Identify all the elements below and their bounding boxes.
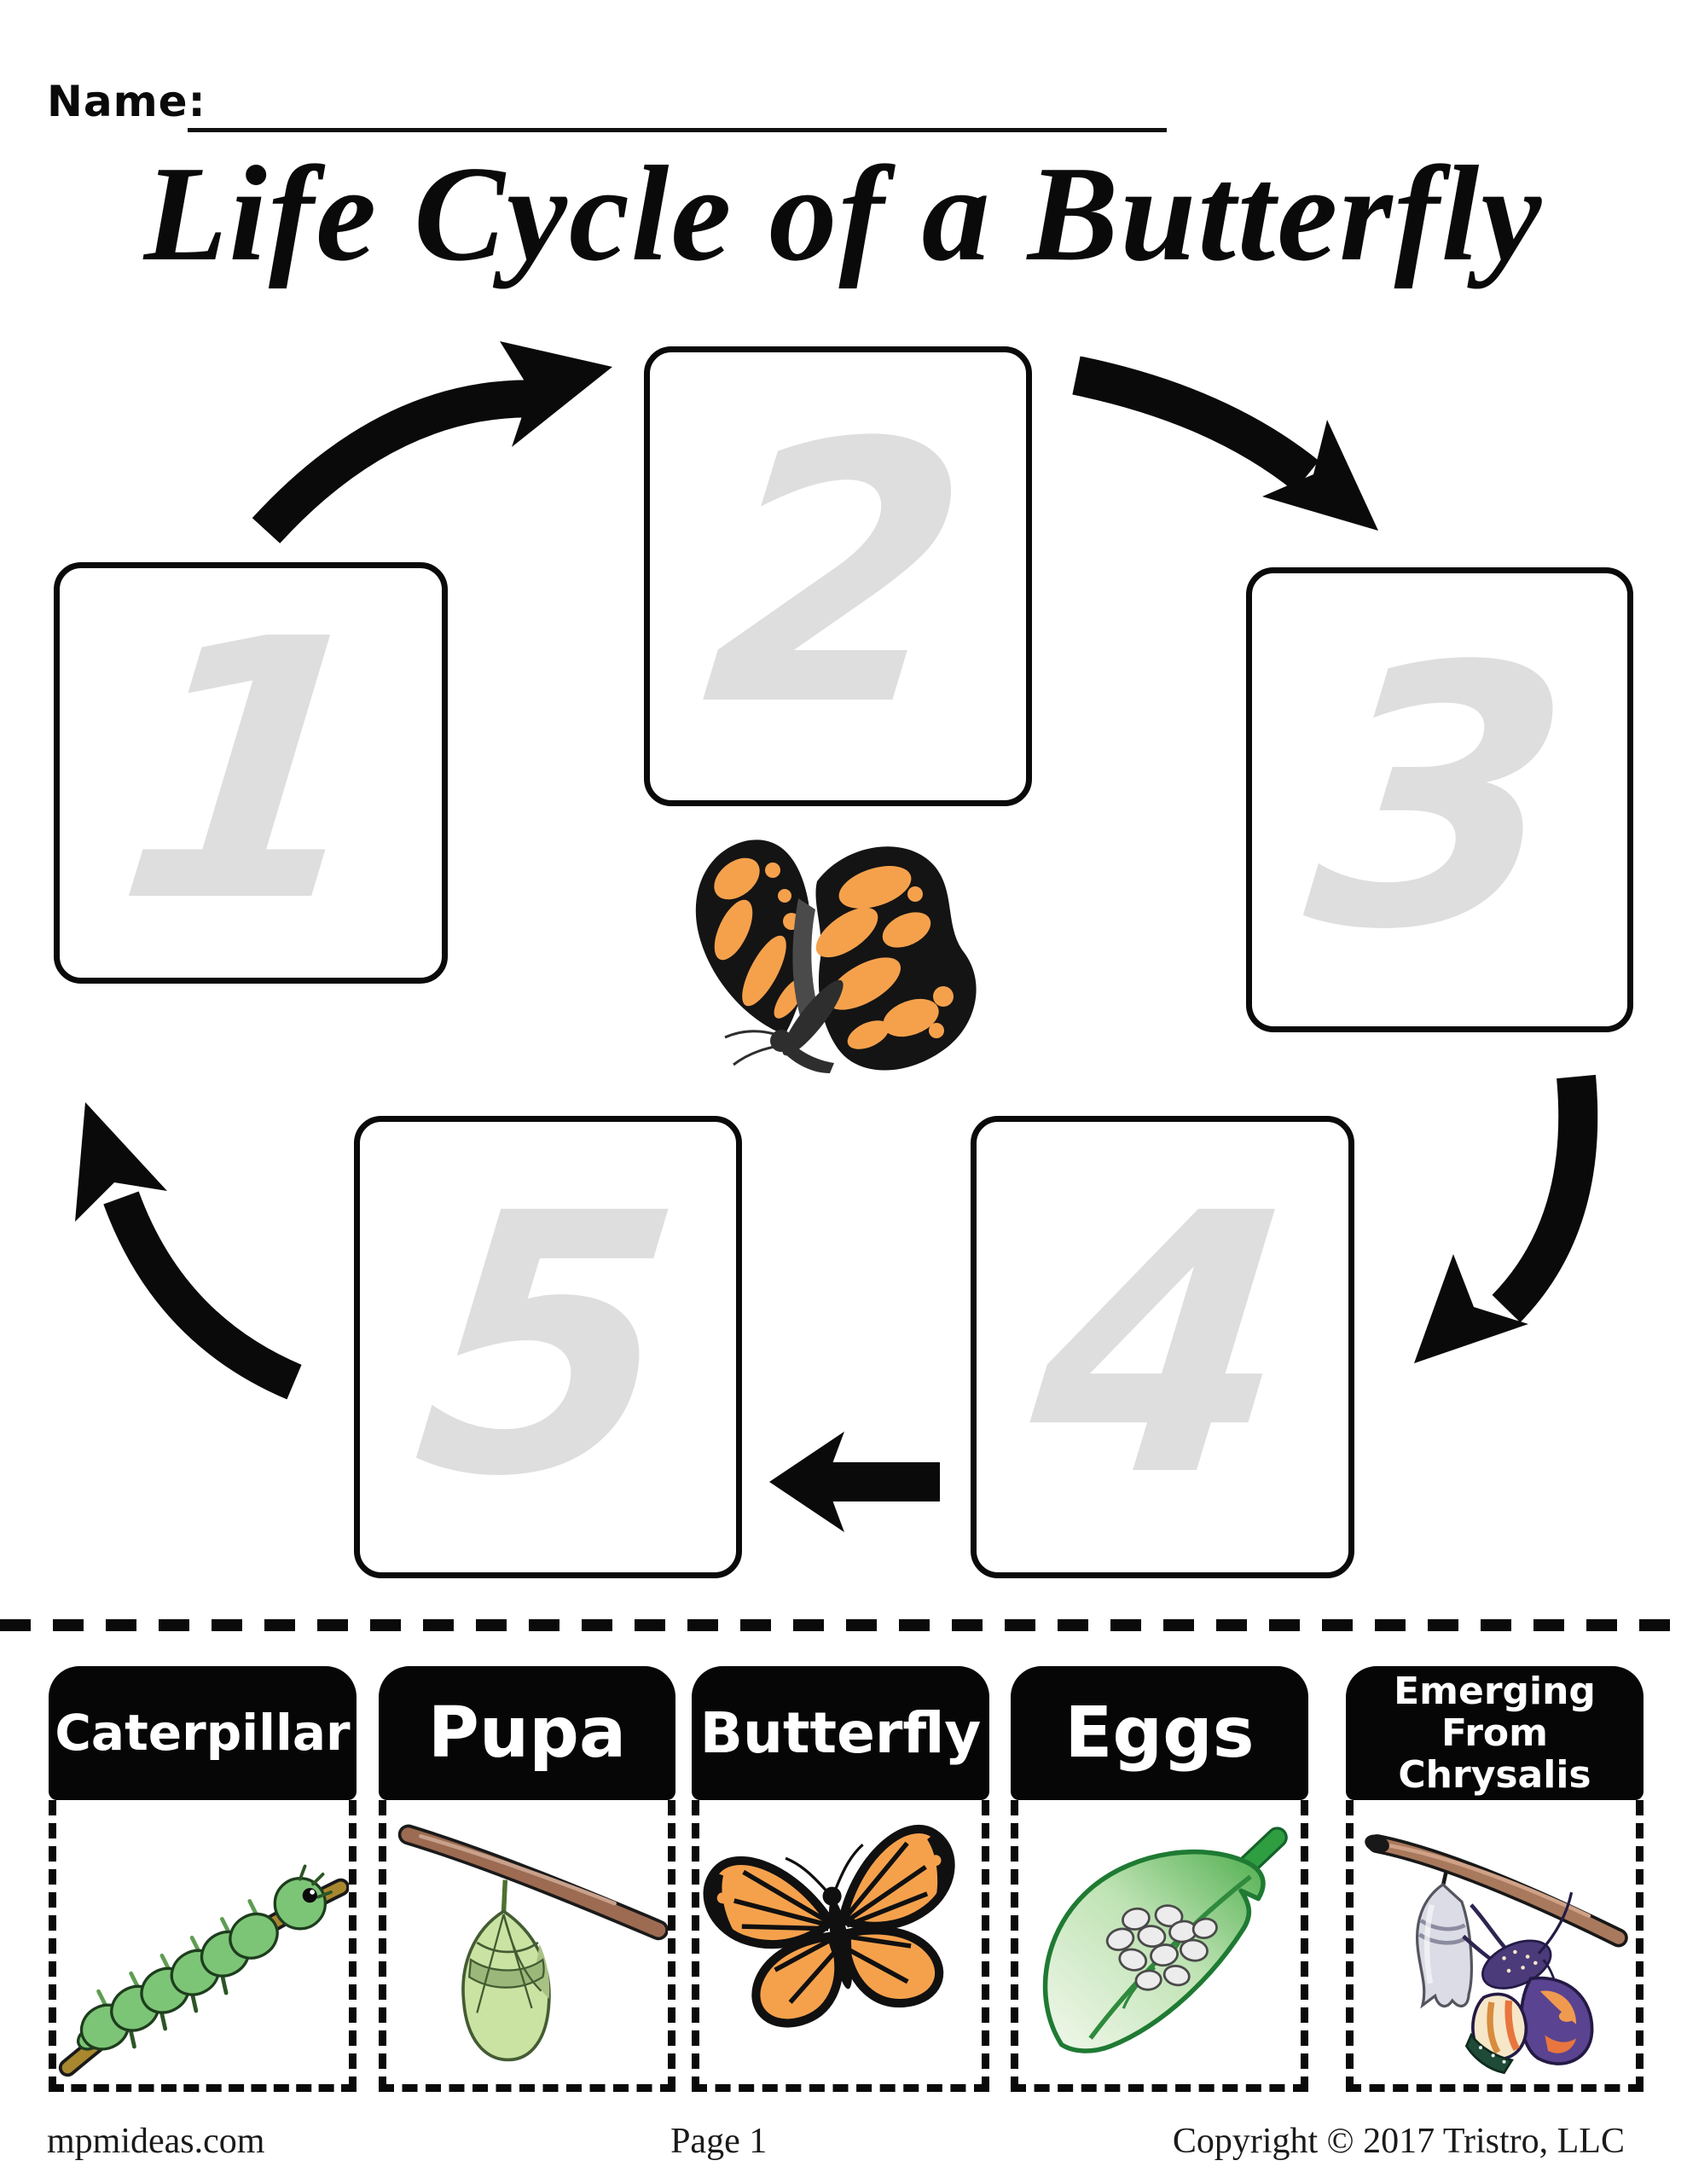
- cut-card-eggs: Eggs: [1011, 1666, 1308, 2092]
- cut-card-butterfly-label: Butterfly: [699, 1699, 982, 1766]
- arrow-1-to-2-icon: [252, 341, 612, 543]
- cycle-card-5: 5: [354, 1116, 742, 1578]
- emerging-from-chrysalis-illustration: [1365, 1834, 1628, 2075]
- cut-card-pupa-header: Pupa: [379, 1666, 675, 1800]
- pupa-illustration: [397, 1824, 668, 2062]
- name-label: Name:: [47, 77, 206, 126]
- cut-card-eggs-header: Eggs: [1011, 1666, 1308, 1800]
- page-footer: mpmideas.com Page 1 Copyright © 2017 Tri…: [47, 2121, 1625, 2162]
- monarch-butterfly-image: [695, 839, 977, 1073]
- cycle-card-4: 4: [971, 1116, 1354, 1578]
- arrow-4-to-5-icon: [769, 1432, 940, 1532]
- cycle-card-1: 1: [54, 562, 448, 984]
- cut-card-pupa-label: Pupa: [427, 1692, 627, 1774]
- page-title: Life Cycle of a Butterfly: [143, 137, 1544, 289]
- cut-card-caterpillar-label: Caterpillar: [55, 1704, 351, 1763]
- cut-card-pupa-box: [379, 1800, 675, 2092]
- cut-card-butterfly-box: [692, 1800, 989, 2092]
- cut-card-caterpillar: Caterpillar: [49, 1666, 357, 2092]
- cut-card-emerging-from-chrysalis: Emerging From Chrysalis: [1346, 1666, 1644, 2092]
- footer-copyright: Copyright © 2017 Tristro, LLC: [1172, 2122, 1625, 2161]
- cut-card-eggs-label: Eggs: [1064, 1692, 1255, 1774]
- cut-card-caterpillar-header: Caterpillar: [49, 1666, 357, 1800]
- cut-card-emerging-header: Emerging From Chrysalis: [1346, 1666, 1644, 1800]
- cut-card-emerging-label-line2: From Chrysalis: [1398, 1711, 1591, 1798]
- cut-card-caterpillar-box: [49, 1800, 357, 2092]
- eggs-illustration: [1042, 1827, 1288, 2053]
- caterpillar-illustration: [58, 1864, 349, 2077]
- footer-site: mpmideas.com: [47, 2122, 265, 2161]
- cut-card-emerging-label-line1: Emerging: [1394, 1669, 1596, 1713]
- footer-page-number: Page 1: [670, 2122, 768, 2161]
- cut-card-butterfly: Butterfly: [692, 1666, 989, 2092]
- arrow-5-to-1-icon: [75, 1102, 302, 1400]
- cut-card-emerging-box: [1346, 1800, 1644, 2092]
- name-blank-line: [188, 128, 1167, 132]
- cycle-card-3: 3: [1246, 567, 1633, 1032]
- cut-card-butterfly-header: Butterfly: [692, 1666, 989, 1800]
- cut-card-eggs-box: [1011, 1800, 1308, 2092]
- cut-card-pupa: Pupa: [379, 1666, 675, 2092]
- arrow-3-to-4-icon: [1414, 1074, 1598, 1363]
- butterfly-illustration: [703, 1825, 955, 2028]
- cycle-card-2: 2: [644, 346, 1032, 806]
- arrow-2-to-3-icon: [1072, 356, 1378, 531]
